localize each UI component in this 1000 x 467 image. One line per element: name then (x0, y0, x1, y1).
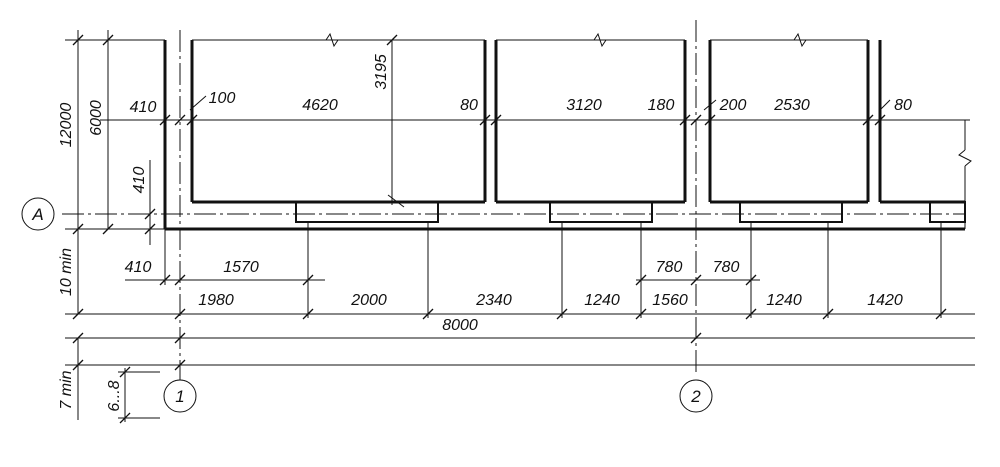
interior-dims: 410 100 4620 80 3120 180 200 2530 80 319… (130, 34, 970, 208)
window-3 (739, 201, 843, 223)
window-2 (549, 201, 653, 223)
dim-410-top: 410 (130, 99, 157, 116)
dim-3120: 3120 (566, 97, 602, 114)
window-4 (929, 201, 966, 223)
dim-7min: 7 min (58, 370, 75, 409)
windows (295, 201, 966, 229)
dim-1420: 1420 (867, 292, 903, 309)
dim-2340: 2340 (475, 292, 512, 309)
axis-label-1: 1 (175, 387, 184, 406)
dim-1570: 1570 (223, 259, 259, 276)
dim-1560: 1560 (652, 292, 688, 309)
dim-410-low: 410 (125, 259, 152, 276)
dim-4620: 4620 (302, 97, 338, 114)
dim-1240-a: 1240 (584, 292, 620, 309)
bottom-dims: 410 1570 780 780 1980 2000 2340 1240 156… (125, 229, 975, 371)
left-vertical-dims: 12000 6000 410 10 min 7 min 6...8 (58, 30, 165, 424)
axis-label-A: A (31, 205, 43, 224)
break-marks (192, 32, 972, 229)
dim-100: 100 (209, 90, 236, 107)
window-1 (295, 201, 439, 223)
dim-80-b: 80 (894, 97, 912, 114)
dim-2530: 2530 (773, 97, 810, 114)
dim-780-a: 780 (656, 259, 683, 276)
axis-bubble-2: 2 (679, 379, 713, 413)
dim-8000: 8000 (442, 317, 478, 334)
dim-1240-b: 1240 (766, 292, 802, 309)
dim-6-8: 6...8 (106, 380, 123, 411)
axis-bubble-A: A (21, 197, 55, 231)
walls (163, 40, 965, 231)
dim-780-b: 780 (713, 259, 740, 276)
dim-200: 200 (719, 97, 747, 114)
dim-3195: 3195 (373, 54, 390, 90)
dim-10min: 10 min (58, 248, 75, 296)
dim-410-vertical: 410 (131, 167, 148, 194)
dim-6000: 6000 (88, 100, 105, 136)
dim-12000: 12000 (58, 103, 75, 148)
dim-180: 180 (648, 97, 675, 114)
axis-bubble-1: 1 (163, 379, 197, 413)
axis-lines (62, 20, 965, 380)
axis-label-2: 2 (690, 387, 701, 406)
dim-2000: 2000 (350, 292, 387, 309)
dim-80-a: 80 (460, 97, 478, 114)
dim-1980: 1980 (198, 292, 234, 309)
